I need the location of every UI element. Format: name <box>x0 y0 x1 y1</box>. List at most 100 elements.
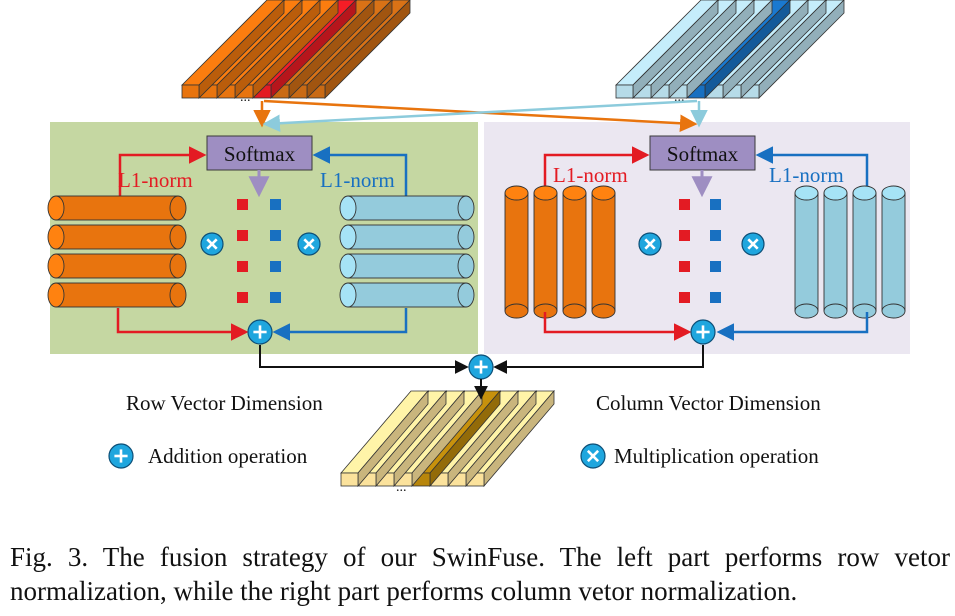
row-cylinder-orange-face <box>47 195 65 221</box>
row-cylinder-orange-face <box>47 224 65 250</box>
row-cylinders-blue <box>339 195 475 308</box>
l1-norm-label-left-red: L1-norm <box>118 168 193 192</box>
addition-icon <box>247 319 273 345</box>
row-cylinder-blue-end <box>457 224 475 250</box>
multiplication-icon <box>297 232 321 256</box>
row-cylinder-blue-end <box>457 253 475 279</box>
row-cylinder-blue-face <box>339 195 357 221</box>
multiplication-icon <box>200 232 224 256</box>
row-cylinder-blue-body <box>347 224 467 250</box>
weight-square-red <box>237 199 248 210</box>
weight-squares-left <box>237 199 281 303</box>
column-cylinder-blue-end <box>794 303 819 319</box>
weight-square-red <box>237 261 248 272</box>
column-cylinder-blue-end <box>881 303 906 319</box>
row-cylinder-blue-body <box>347 195 467 221</box>
multiplication-icon <box>638 232 662 256</box>
row-cylinder-orange-end <box>169 224 187 250</box>
addition-icon <box>690 319 716 345</box>
weight-square-blue <box>270 292 281 303</box>
column-cylinder-orange-body <box>562 192 587 312</box>
l1-norm-label-left-blue: L1-norm <box>320 168 395 192</box>
column-cylinders-orange <box>504 185 616 319</box>
input-bar-left-front <box>181 84 200 99</box>
weight-square-blue <box>710 199 721 210</box>
addition-icon <box>108 443 134 469</box>
column-cylinder-orange-body <box>533 192 558 312</box>
legend-addition-label: Addition operation <box>148 444 308 468</box>
column-cylinders-blue <box>794 185 906 319</box>
row-cylinder-orange-end <box>169 195 187 221</box>
row-cylinder-blue-end <box>457 195 475 221</box>
column-cylinder-orange-face <box>533 185 558 201</box>
column-cylinder-orange-body <box>504 192 529 312</box>
row-cylinder-blue-end <box>457 282 475 308</box>
weight-square-blue <box>710 261 721 272</box>
ellipsis-right: ... <box>674 90 685 105</box>
multiplication-icon <box>580 443 606 469</box>
column-cylinder-blue-body <box>852 192 877 312</box>
row-cylinder-blue-face <box>339 253 357 279</box>
column-cylinder-orange-end <box>591 303 616 319</box>
multiplication-icon-stroke-b <box>303 238 315 250</box>
arrow-l1-red-right <box>543 146 650 190</box>
weight-square-blue <box>270 261 281 272</box>
arrow-orange-to-add-right <box>543 312 692 341</box>
softmax-label-left: Softmax <box>224 142 296 166</box>
row-cylinder-orange-body <box>55 195 179 221</box>
row-cylinder-blue-face <box>339 282 357 308</box>
weight-square-red <box>237 292 248 303</box>
weight-square-red <box>679 230 690 241</box>
weight-square-blue <box>270 199 281 210</box>
weight-square-blue <box>710 230 721 241</box>
softmax-label-right: Softmax <box>667 142 739 166</box>
output-bar-front <box>340 472 359 487</box>
arrow-orange-to-add-left <box>116 308 249 341</box>
column-cylinder-blue-face <box>852 185 877 201</box>
multiplication-icon <box>741 232 765 256</box>
multiplication-icon-stroke-b <box>206 238 218 250</box>
row-vector-dimension-title: Row Vector Dimension <box>126 391 323 415</box>
multiplication-icon-stroke-b <box>586 449 600 463</box>
input-bar-right-front <box>615 84 634 99</box>
column-cylinder-blue-end <box>823 303 848 319</box>
output-feature-stack <box>340 389 555 488</box>
ellipsis-left: ... <box>240 90 251 105</box>
weight-square-red <box>679 292 690 303</box>
column-cylinder-blue-body <box>823 192 848 312</box>
input-feature-stack-right <box>615 0 845 99</box>
row-cylinder-blue-body <box>347 253 467 279</box>
column-cylinder-blue-end <box>852 303 877 319</box>
column-cylinder-orange-end <box>562 303 587 319</box>
weight-squares-right <box>679 199 721 303</box>
column-cylinder-orange-face <box>591 185 616 201</box>
arrow-right-add-to-final <box>493 345 704 374</box>
weight-square-blue <box>270 230 281 241</box>
row-cylinder-orange-body <box>55 253 179 279</box>
column-cylinder-blue-face <box>823 185 848 201</box>
column-cylinder-orange-body <box>591 192 616 312</box>
column-cylinder-blue-face <box>881 185 906 201</box>
figure-caption: Fig. 3. The fusion strategy of our SwinF… <box>10 542 950 606</box>
weight-square-blue <box>710 292 721 303</box>
arrow-l1-blue-right <box>755 146 869 190</box>
column-cylinder-blue-face <box>794 185 819 201</box>
arrow-left-add-to-final <box>259 345 469 374</box>
fusion-strategy-diagram: ... ... ... Softmax L1-norm L1-norm Soft… <box>47 0 910 495</box>
column-cylinder-orange-end <box>504 303 529 319</box>
row-cylinder-orange-face <box>47 282 65 308</box>
arrow-blue-to-left-softmax <box>262 99 698 132</box>
input-feature-stack-left <box>181 0 411 99</box>
row-cylinder-blue-body <box>347 282 467 308</box>
operation-symbols <box>108 232 765 469</box>
multiplication-icon-stroke-b <box>747 238 759 250</box>
row-cylinder-orange-face <box>47 253 65 279</box>
row-cylinder-orange-end <box>169 253 187 279</box>
legend-multiplication-label: Multiplication operation <box>614 444 819 468</box>
softmax-box-right <box>649 135 756 171</box>
l1-norm-label-right-blue: L1-norm <box>769 163 844 187</box>
row-cylinder-orange-body <box>55 282 179 308</box>
column-cylinder-blue-body <box>794 192 819 312</box>
weight-square-red <box>237 230 248 241</box>
l1-norm-label-right-red: L1-norm <box>553 163 628 187</box>
